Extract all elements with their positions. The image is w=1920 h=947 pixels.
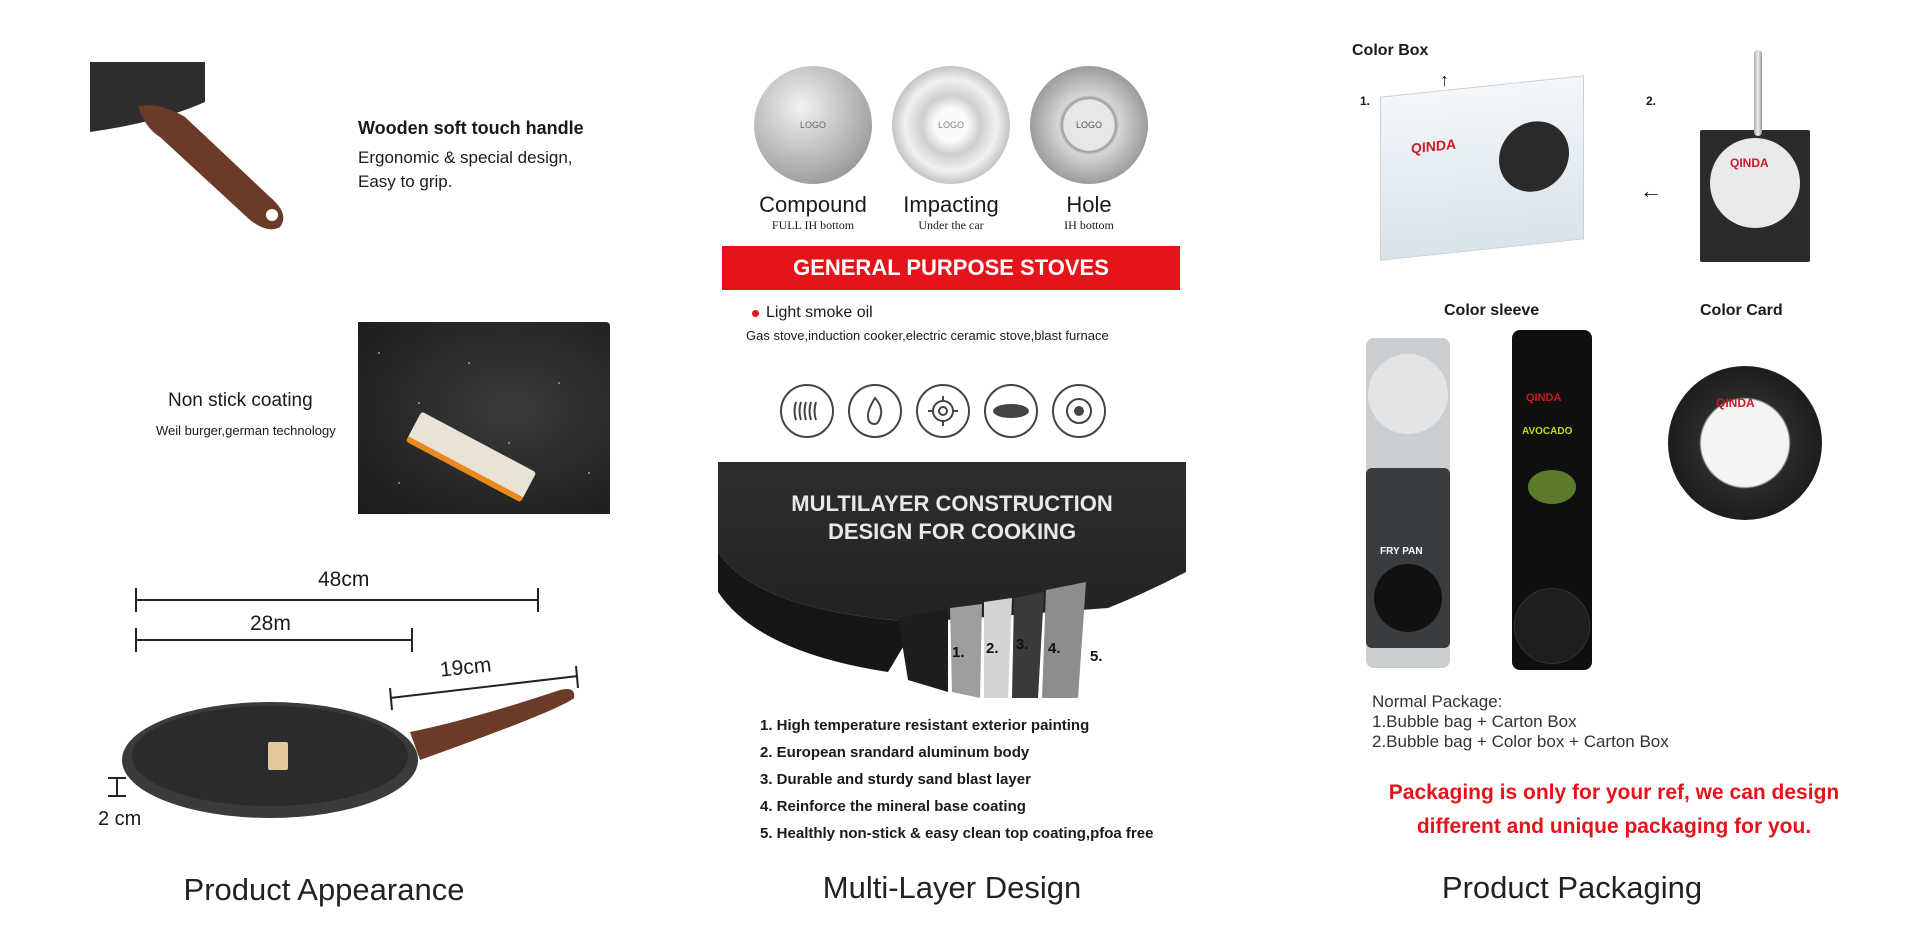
brand-logo: QINDA — [1411, 135, 1457, 157]
ceramic-plate-icon — [984, 384, 1038, 438]
layer-item: 2. European srandard aluminum body — [760, 744, 1030, 761]
hob-icon — [1052, 384, 1106, 438]
handle-desc-2: Easy to grip. — [358, 172, 453, 191]
num-2: 2. — [1646, 94, 1657, 108]
handle-photo — [90, 62, 284, 230]
gift-box-image: QINDA — [1700, 130, 1810, 262]
disc-label-compound: Compound — [759, 192, 867, 217]
color-card-title: Color Card — [1700, 302, 1783, 319]
disc-label-hole: Hole — [1066, 192, 1112, 217]
bullet-dot — [752, 310, 759, 317]
dim-2: 2 cm — [98, 808, 142, 830]
arrow-left-icon: ← — [1640, 178, 1662, 203]
pan-heading-1: MULTILAYER CONSTRUCTION — [791, 491, 1113, 516]
pan-handle — [1754, 50, 1762, 136]
induction-coil-icon — [780, 384, 834, 438]
disc-sub-hole: IH bottom — [1064, 218, 1114, 232]
label-sticker — [405, 411, 537, 503]
general-purpose-banner: GENERAL PURPOSE STOVES — [722, 246, 1180, 290]
color-sleeve-dark: QINDA AVOCADO — [1512, 330, 1592, 670]
multilayer-pan-image: MULTILAYER CONSTRUCTION DESIGN FOR COOKI… — [718, 462, 1186, 698]
layer-item: 5. Healthly non-stick & easy clean top c… — [760, 825, 1154, 842]
note-2: 2.Bubble bag + Color box + Carton Box — [1372, 732, 1669, 751]
disc-logo: LOGO — [938, 120, 965, 130]
layer-number-1: 1. — [952, 644, 965, 661]
arrow-up-icon: ↑ — [1440, 70, 1449, 90]
red-note-2: different and unique packaging for you. — [1416, 815, 1812, 838]
pan-graphic — [1499, 117, 1569, 196]
note-title: Normal Package: — [1372, 692, 1503, 711]
impacting-disc: LOGO — [892, 66, 1010, 184]
gas-flame-icon — [848, 384, 902, 438]
compound-disc: LOGO — [754, 66, 872, 184]
disc-logo: LOGO — [1076, 120, 1103, 130]
gas-burner-icon — [916, 384, 970, 438]
color-sleeve-title: Color sleeve — [1444, 302, 1540, 319]
brand-logo: QINDA — [1716, 396, 1755, 410]
caption-appearance: Product Appearance — [183, 872, 465, 907]
disc-sub-compound: FULL IH bottom — [771, 218, 855, 232]
note-1: 1.Bubble bag + Carton Box — [1372, 712, 1577, 731]
num-1: 1. — [1360, 94, 1371, 108]
brand-logo: QINDA — [1526, 392, 1562, 404]
hole-disc: LOGO — [1030, 66, 1148, 184]
layer-list: 1. High temperature resistant exterior p… — [760, 712, 1153, 847]
dimension-drawing — [108, 588, 579, 818]
coating-photo — [358, 322, 610, 514]
dim-48: 48cm — [318, 568, 370, 591]
color-card-image: QINDA — [1668, 366, 1822, 520]
handle-desc-1: Ergonomic & special design, — [358, 148, 573, 167]
light-smoke-oil: Light smoke oil — [766, 304, 873, 321]
handle-title: Wooden soft touch handle — [358, 118, 584, 138]
pan-heading-2: DESIGN FOR COOKING — [827, 519, 1077, 544]
coating-desc: Weil burger,german technology — [156, 423, 336, 438]
layer-number-3: 3. — [1016, 636, 1029, 653]
sleeve-product: FRY PAN — [1380, 546, 1423, 557]
color-sleeve-light: FRY PAN — [1366, 338, 1450, 668]
color-box-image: QINDA — [1380, 75, 1584, 261]
brand-logo: QINDA — [1730, 156, 1769, 170]
layer-item: 1. High temperature resistant exterior p… — [760, 717, 1090, 734]
coating-title: Non stick coating — [168, 390, 313, 411]
layer-number-5: 5. — [1090, 648, 1103, 665]
caption-packaging: Product Packaging — [1441, 870, 1703, 905]
dim-28: 28m — [250, 612, 291, 635]
pan-layers-graphic — [718, 552, 1186, 698]
caption-multilayer: Multi-Layer Design — [822, 870, 1082, 905]
stoves-line: Gas stove,induction cooker,electric cera… — [746, 328, 1109, 343]
layer-item: 4. Reinforce the mineral base coating — [760, 798, 1026, 815]
disc-label-impacting: Impacting — [903, 192, 999, 217]
red-note-1: Packaging is only for your ref, we can d… — [1388, 781, 1840, 804]
layer-number-2: 2. — [986, 640, 999, 657]
layer-item: 3. Durable and sturdy sand blast layer — [760, 771, 1031, 788]
sleeve-variant: AVOCADO — [1522, 426, 1573, 437]
disc-logo: LOGO — [800, 120, 827, 130]
disc-sub-impacting: Under the car — [918, 218, 984, 232]
layer-number-4: 4. — [1048, 640, 1061, 657]
color-box-title: Color Box — [1352, 42, 1429, 59]
